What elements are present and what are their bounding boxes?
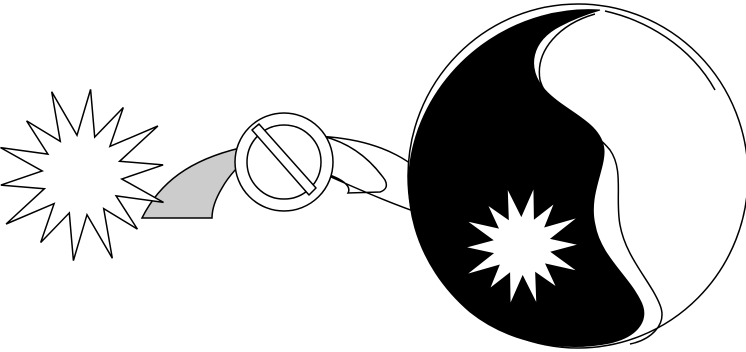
no-sign-icon	[235, 113, 333, 211]
yin-yang-icon	[408, 4, 746, 348]
starburst-left-icon	[1, 89, 164, 260]
